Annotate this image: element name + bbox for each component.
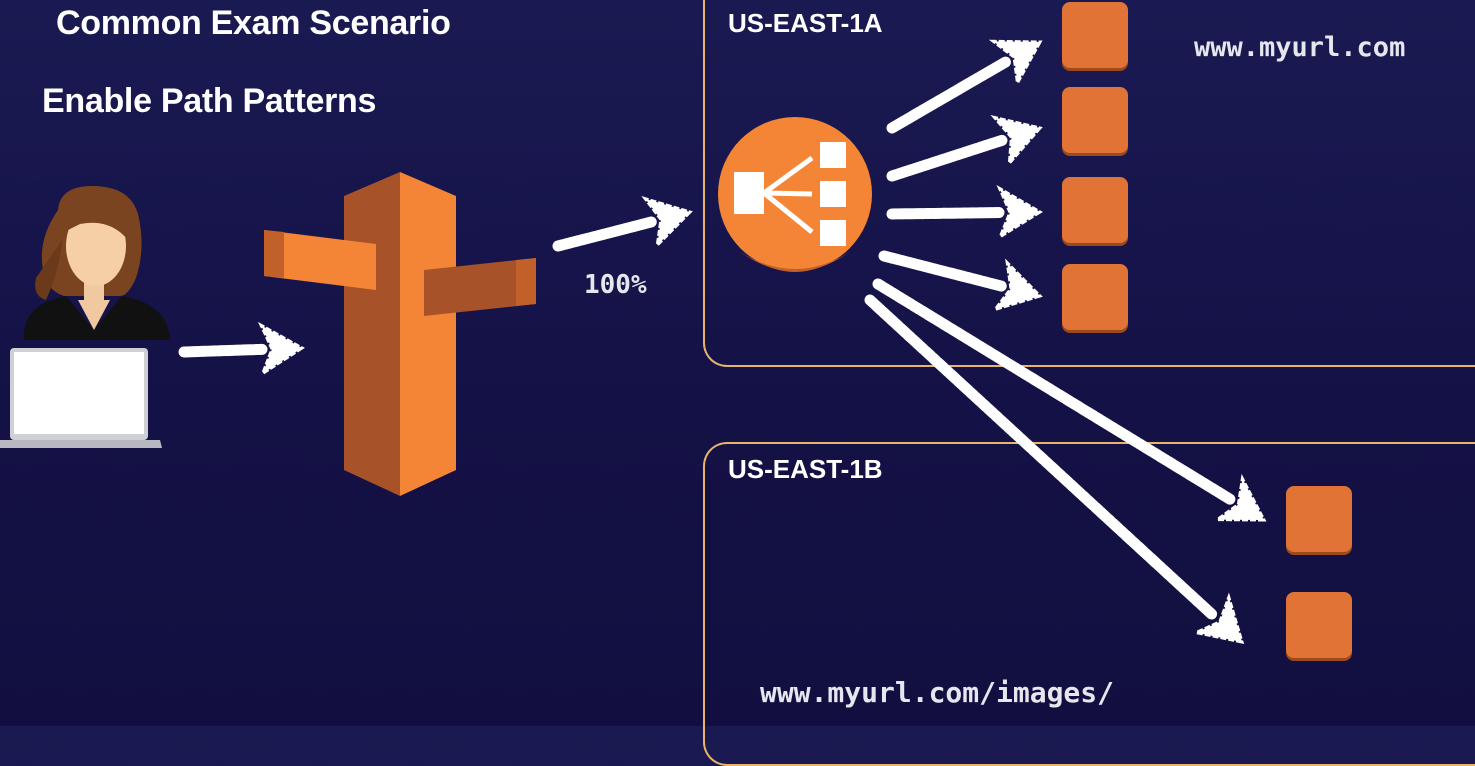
chalk-arrow-icon [552, 196, 693, 252]
page-subtitle: Enable Path Patterns [42, 82, 377, 120]
ec2-instance-icon [1062, 2, 1128, 68]
woman-user-icon [23, 186, 171, 340]
chalk-arrow-icon [864, 294, 1245, 644]
chalk-arrow-icon [178, 321, 305, 378]
ec2-instance-icon [1286, 592, 1352, 658]
route53-icon [264, 172, 536, 496]
page-title: Common Exam Scenario [56, 4, 451, 42]
chalk-arrow-icon [886, 184, 1043, 241]
traffic-percent-label: 100% [584, 270, 647, 300]
availability-zone-a [703, 0, 1475, 367]
zone-a-url: www.myurl.com [1194, 32, 1406, 63]
laptop-icon [0, 348, 162, 448]
chalk-arrow-icon [886, 39, 1043, 134]
zone-a-label: US-EAST-1A [728, 8, 883, 38]
ec2-instance-icon [1062, 264, 1128, 330]
chalk-arrow-icon [872, 278, 1267, 522]
chalk-arrow-icon [886, 115, 1043, 182]
zone-b-label: US-EAST-1B [728, 454, 883, 484]
arrows-layer [0, 0, 1475, 726]
ec2-instance-icon [1062, 177, 1128, 243]
zone-b-url: www.myurl.com/images/ [760, 676, 1115, 709]
ec2-instance-icon [1286, 486, 1352, 552]
ec2-instance-icon [1062, 87, 1128, 153]
chalk-arrow-icon [878, 250, 1043, 313]
load-balancer-icon [718, 117, 872, 272]
